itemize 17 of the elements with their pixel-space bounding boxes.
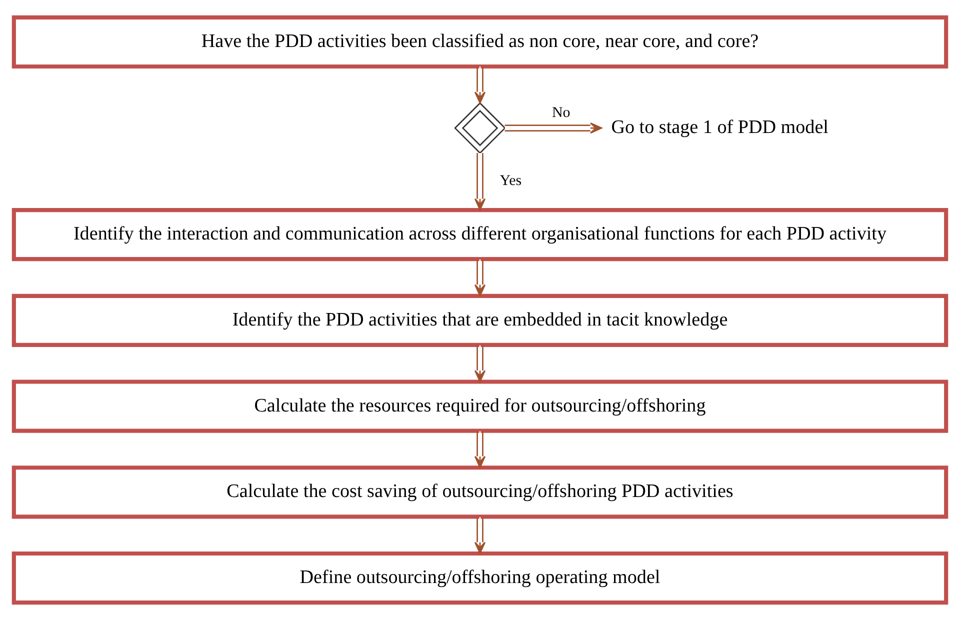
node-box: Calculate the resources required for outsourcing/offshoring (12, 380, 948, 433)
arrow (474, 260, 486, 296)
node-box: Identify the interaction and communication across different organisational functions for each PDD activity (12, 208, 948, 262)
node-diamond (454, 102, 506, 154)
arrow (474, 517, 486, 554)
node-text: Go to stage 1 of PDD model (611, 117, 828, 138)
node-box: Calculate the cost saving of outsourcing/offshoring PDD activities (12, 466, 948, 519)
node-box: Have the PDD activities been classified as non core, near core, and core? (12, 15, 948, 69)
edge-label: No (552, 104, 570, 121)
arrow (474, 431, 486, 468)
arrow (504, 122, 602, 134)
arrow (474, 152, 486, 210)
arrow (474, 66, 486, 104)
arrow (474, 345, 486, 382)
node-box: Define outsourcing/offshoring operating model (12, 551, 948, 605)
edge-label: Yes (500, 173, 522, 190)
node-box: Identify the PDD activities that are embedded in tacit knowledge (12, 294, 948, 347)
